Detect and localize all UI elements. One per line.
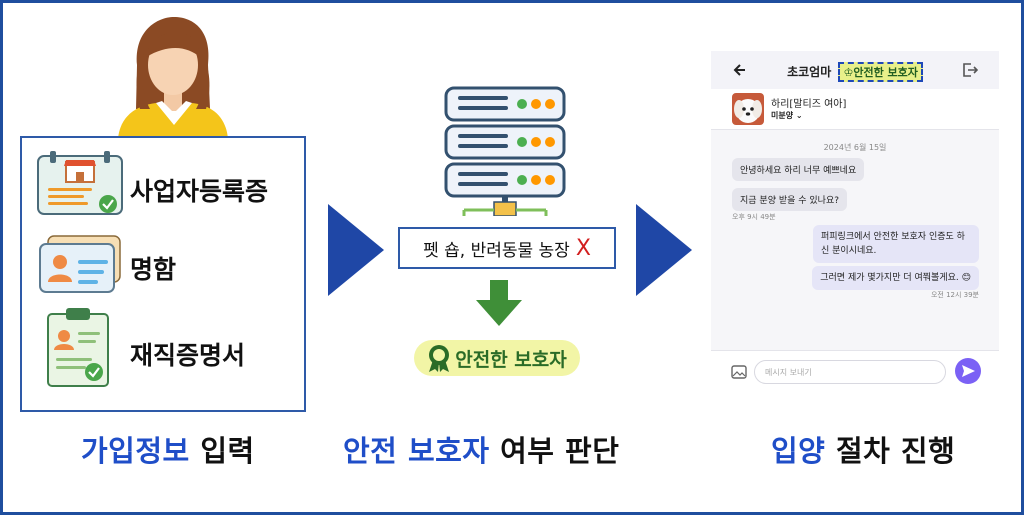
employment-certificate-label: 재직증명서	[130, 341, 246, 370]
message-bubble: 퍼피링크에서 안전한 보호자 인증도 하신 분이시네요.	[813, 225, 979, 263]
chevron-down-icon: ⌄	[795, 111, 803, 120]
step1-caption-highlight: 가입정보	[81, 434, 190, 468]
safe-guardian-badge: 안전한 보호자	[414, 340, 580, 376]
business-card-icon	[39, 235, 121, 293]
adoption-status-label: 미분양	[771, 111, 794, 120]
step2-caption: 안전 보호자 여부 판단	[343, 428, 619, 470]
woman-avatar-icon	[118, 17, 228, 139]
image-attach-icon[interactable]	[731, 365, 747, 379]
chat-title-row: 초코엄마 ♔안전한 보호자	[711, 62, 999, 82]
chat-safe-guardian-label: 안전한 보호자	[853, 66, 918, 79]
server-icon	[444, 86, 566, 216]
send-button[interactable]	[955, 358, 981, 384]
step2-caption-highlight: 안전 보호자	[343, 434, 490, 468]
pet-info-row[interactable]: 하리[말티즈 여아] 미분양 ⌄	[711, 89, 999, 130]
chat-screenshot: 초코엄마 ♔안전한 보호자 하리[말티즈 여아] 미분양 ⌄ 2024년 6월 …	[711, 51, 999, 394]
step3-caption-rest: 절차 진행	[825, 434, 956, 468]
message-input-bar: 메시지 보내기	[711, 350, 999, 394]
business-license-icon	[37, 151, 123, 215]
send-icon	[962, 365, 975, 377]
message-bubble: 지금 분양 받을 수 있나요?	[732, 188, 848, 211]
chat-safe-guardian-tag: ♔안전한 보호자	[838, 62, 923, 82]
arrow-right-icon	[636, 204, 692, 296]
message-time: 오후 9시 49분	[732, 213, 776, 221]
arrow-down-icon	[476, 280, 522, 326]
business-license-label: 사업자등록증	[130, 177, 269, 206]
step3-caption: 입양 절차 진행	[771, 428, 955, 470]
documents-box: 사업자등록증 명함 재직증명서	[20, 136, 306, 412]
safe-guardian-badge-label: 안전한 보호자	[455, 348, 567, 371]
business-card-label: 명함	[130, 255, 177, 284]
message-list: 2024년 6월 15일 안녕하세요 하리 너무 예쁘네요 지금 분양 받을 수…	[711, 130, 999, 350]
step1-caption: 가입정보 입력	[81, 428, 255, 470]
arrow-right-icon	[328, 204, 384, 296]
step1-caption-rest: 입력	[189, 434, 255, 468]
pet-name: 하리[말티즈 여아]	[771, 99, 847, 110]
award-ribbon-icon	[429, 345, 450, 372]
exit-icon[interactable]	[962, 62, 978, 78]
chat-date: 2024년 6월 15일	[823, 143, 887, 152]
pet-avatar	[732, 93, 764, 125]
message-bubble: 그러면 제가 몇가지만 더 여쭤볼게요. 😊	[812, 266, 979, 290]
employment-certificate-icon	[47, 308, 109, 387]
message-input[interactable]: 메시지 보내기	[754, 360, 946, 384]
chat-header: 초코엄마 ♔안전한 보호자	[711, 51, 999, 89]
excluded-mark: X	[575, 235, 591, 261]
step2-caption-rest: 여부 판단	[489, 434, 620, 468]
message-bubble: 안녕하세요 하리 너무 예쁘네요	[732, 158, 865, 181]
message-time: 오전 12시 39분	[930, 291, 979, 299]
chat-partner-name: 초코엄마	[787, 65, 832, 79]
adoption-status-dropdown[interactable]: 미분양 ⌄	[771, 110, 803, 121]
excluded-businesses-label: 펫 숍, 반려동물 농장	[423, 240, 570, 261]
step3-caption-highlight: 입양	[771, 434, 826, 468]
back-arrow-icon[interactable]	[733, 63, 747, 77]
